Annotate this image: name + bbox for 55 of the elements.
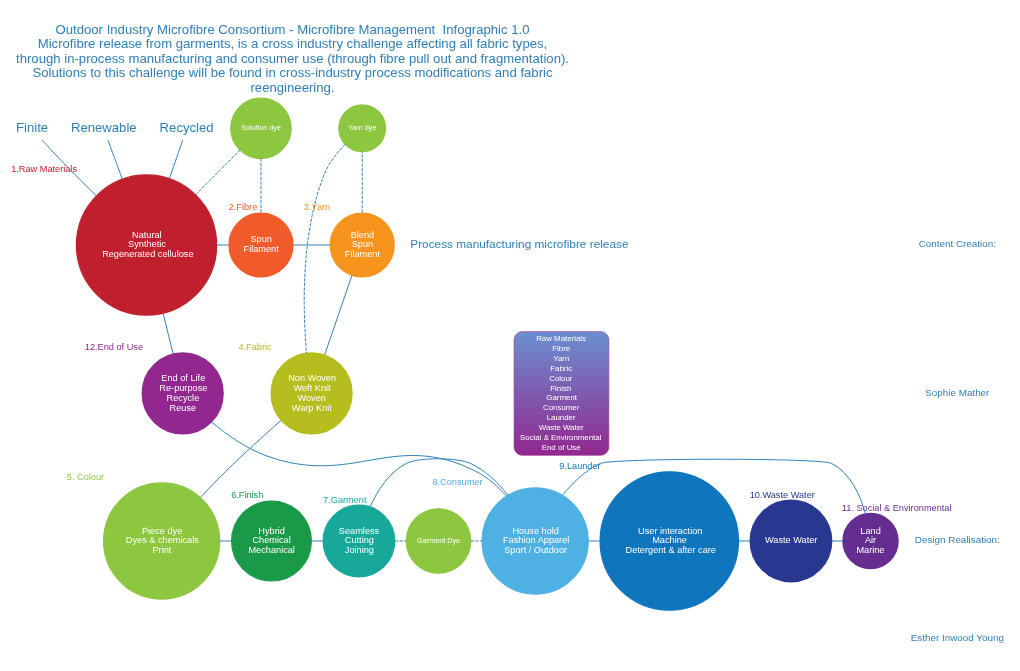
connector [303, 143, 346, 354]
connector [199, 419, 282, 498]
diagram-title: Outdoor Industry Microfibre Consortium - Microfibre Management Infographic 1.0 [55, 21, 530, 37]
label: Process manufacturing microfibre release [410, 236, 629, 251]
connector [470, 540, 483, 542]
node-label: 5. Colour [66, 472, 105, 483]
node-label: 6.Finish [231, 490, 264, 501]
node-label: 1.Raw Materials [11, 164, 78, 175]
connector [324, 274, 353, 356]
connector [219, 540, 232, 542]
connector [587, 540, 601, 542]
node-label: 10.Waste Water [749, 489, 815, 500]
connector [369, 458, 509, 508]
connector [211, 421, 507, 497]
caption: Microfibre release from garments, is a cross industry challenge affecting all fabric types, through in-process manufacturing and consumer use (through fibre pull out and fragmentation). Solutions to this challenge will be found in cross-industry process modifications and fabric reengineering. [16, 36, 569, 95]
node-circle: Solution dye [230, 97, 292, 160]
node-label: 12.End of Use [84, 342, 144, 353]
connector [195, 149, 241, 196]
connector [831, 540, 844, 542]
node-circle: Waste Water [749, 499, 833, 583]
node-text: Finite [16, 119, 49, 135]
connector [738, 540, 751, 542]
node-label: 8.Consumer [432, 477, 483, 488]
connector [41, 139, 97, 197]
node-circle: Garment Dye [405, 508, 472, 574]
label: Content Creation: [918, 238, 996, 250]
connector [168, 139, 184, 180]
connector [394, 540, 407, 542]
node-label: 4.Fabric [238, 342, 272, 353]
connector [292, 244, 331, 246]
connector [562, 458, 866, 515]
node-circle: Land Air Marine [842, 512, 899, 570]
node-circle: Non Woven Weft Knit Woven Warp Knit [270, 352, 353, 435]
node-label: 3.Yarn [303, 202, 331, 213]
node-circle: User interaction Machine Detergent & after care [599, 471, 740, 611]
node-label: 2.Fibre [228, 202, 258, 213]
label: Sophie Mather [925, 386, 990, 398]
node-circle: Natural Synthetic Regenerated cellulose [75, 174, 218, 316]
node-circle: Blend Spun Filament [329, 212, 395, 278]
node-text: Renewable [70, 119, 137, 135]
connector [107, 139, 123, 180]
label: Esther Inwood Young [910, 631, 1004, 643]
node-label: 7.Garment [323, 494, 367, 505]
connector [162, 312, 174, 355]
label: Design Realisation: [914, 534, 1000, 546]
connector [311, 540, 324, 542]
node-text: Recycled [159, 119, 214, 135]
node-circle: Hybrid Chemical Mechanical [230, 500, 312, 582]
node-circle: End of Life Re-purpose Recycle Reuse [141, 352, 224, 435]
node-circle: Spun Filament [228, 212, 294, 278]
node-circle: Piece dye Dyes & chemicals Print [102, 482, 221, 600]
node-circle: Seamless Cutting Joining [322, 504, 396, 578]
node-circle: Yarn dye [338, 104, 387, 153]
connector [361, 151, 363, 214]
node-circle: House hold Fashion Apparel Sport / Outdoor [481, 487, 589, 595]
